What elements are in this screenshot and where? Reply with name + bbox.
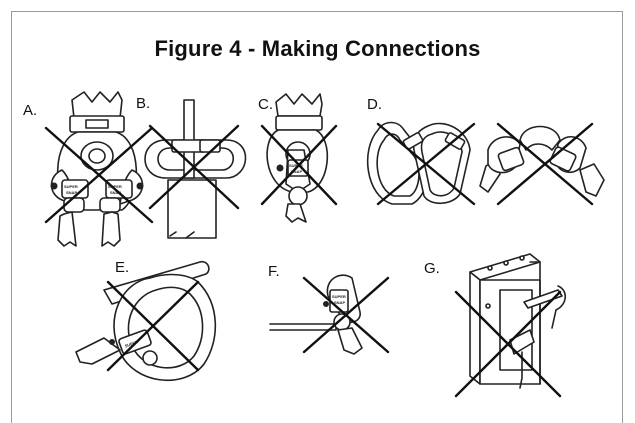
panel-e-illustration: SUPER xyxy=(75,260,217,381)
svg-text:SUPER: SUPER xyxy=(124,339,139,348)
label-d: D. xyxy=(367,96,382,113)
label-b: B. xyxy=(136,95,151,112)
label-c: C. xyxy=(258,96,273,113)
label-g: G. xyxy=(424,260,440,277)
svg-text:SNAP: SNAP xyxy=(334,300,345,305)
panel-d-left-illustration xyxy=(366,121,476,206)
label-a: A. xyxy=(23,102,38,119)
panel-d-right-illustration xyxy=(479,122,605,206)
label-f: F. xyxy=(268,263,280,280)
svg-text:SNAP: SNAP xyxy=(110,190,121,195)
panel-b-illustration xyxy=(144,99,247,239)
figure-title: Figure 4 - Making Connections xyxy=(154,36,481,61)
svg-text:SNAP: SNAP xyxy=(66,190,77,195)
panel-g-illustration xyxy=(454,253,567,398)
svg-text:SUPER: SUPER xyxy=(64,184,78,189)
svg-text:SUPER: SUPER xyxy=(108,184,122,189)
label-e: E. xyxy=(115,259,130,276)
svg-text:SNAP: SNAP xyxy=(291,169,302,174)
svg-text:SUPER: SUPER xyxy=(289,163,303,168)
svg-text:SUPER: SUPER xyxy=(332,294,346,299)
